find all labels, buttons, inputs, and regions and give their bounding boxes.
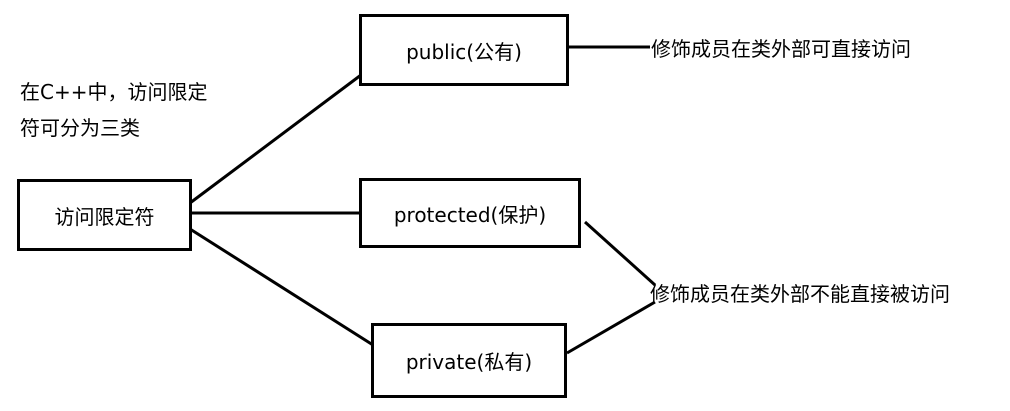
intro-note-line-2: 符可分为三类 (20, 116, 140, 140)
intro-note-line-1: 在C++中，访问限定 (20, 80, 208, 104)
root-node: 访问限定符 (17, 179, 192, 251)
intro-note: 在C++中，访问限定 符可分为三类 (20, 74, 207, 146)
protected-node: protected(保护) (359, 178, 581, 248)
connector-root-private (189, 227, 374, 347)
private-node: private(私有) (371, 323, 567, 398)
public-description: 修饰成员在类外部可直接访问 (651, 37, 911, 61)
connector-private-description (566, 300, 656, 355)
connector-root-public (189, 73, 362, 205)
protected-private-description: 修饰成员在类外部不能直接被访问 (650, 282, 950, 306)
connector-protected-description (583, 220, 657, 287)
public-node: public(公有) (359, 14, 569, 86)
